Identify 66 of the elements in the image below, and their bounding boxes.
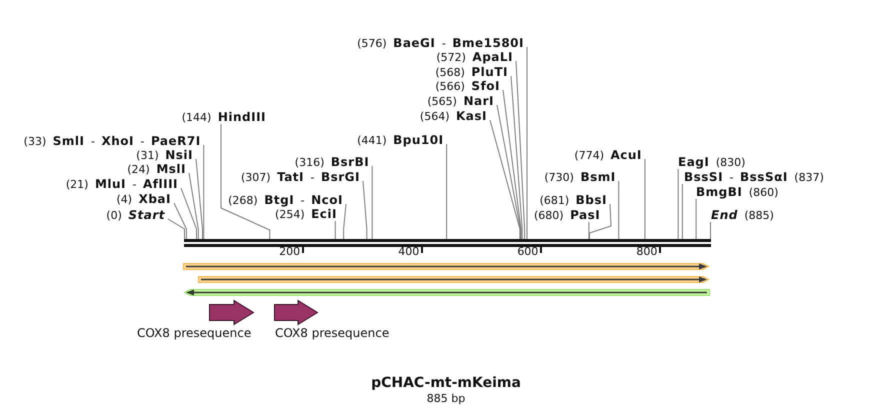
leader-line: [362, 180, 368, 240]
restriction-site-label: (774) AcuI: [574, 148, 645, 162]
scale-label: 200: [279, 245, 300, 259]
restriction-site-label: BmgBI (860): [693, 185, 778, 199]
restriction-site-label: (680) PasI: [531, 208, 600, 222]
leader-line: [682, 184, 683, 240]
map-caption: 885 bp: [426, 392, 466, 406]
restriction-site-label: (576) BaeGI - Bme1580I: [357, 36, 527, 50]
restriction-site-label: (568) PluTI: [435, 65, 511, 79]
leader-line: [196, 158, 203, 240]
leader-line: [168, 218, 185, 240]
restriction-site-label: (0) Start: [106, 208, 168, 222]
restriction-site-label: (307) TatI - BsrGI: [240, 170, 363, 184]
leader-line: [710, 222, 711, 240]
restriction-site-label: (24) MslI: [127, 162, 189, 176]
leader-line: [334, 220, 336, 240]
scale-label: 800: [636, 245, 658, 259]
leader-line: [203, 144, 204, 240]
leader-line: [618, 180, 620, 240]
leader-line: [589, 204, 612, 240]
restriction-site-label: (144) HindIII: [182, 110, 269, 124]
sequence-feature: [274, 300, 318, 325]
sequence-feature: [183, 262, 709, 271]
restriction-site-label: (4) XbaI: [116, 192, 174, 206]
leader-line: [510, 76, 523, 240]
sequence-feature: [184, 288, 710, 297]
restriction-site-label: (564) KasI: [420, 109, 490, 123]
restriction-site-label: (33) SmlI - XhoI - PaeR7I: [24, 134, 204, 148]
leader-line: [516, 60, 526, 240]
feature-label: COX8 presequence: [275, 326, 390, 341]
sequence-backbone: [184, 239, 711, 247]
restriction-site-label: (566) SfoI: [435, 79, 503, 93]
feature-label: COX8 presequence: [137, 326, 252, 341]
leader-line: [188, 172, 199, 240]
restriction-site-label: (316) BsrBI: [294, 155, 372, 169]
leader-line: [343, 204, 346, 240]
restriction-site-label: (565) NarI: [427, 94, 497, 108]
leader-line: [696, 198, 697, 240]
scale-label: 400: [398, 245, 420, 259]
restriction-site-label: (441) Bpu10I: [357, 133, 447, 147]
leader-line: [180, 188, 197, 240]
leader-line: [502, 90, 522, 240]
scale-label: 600: [517, 245, 538, 259]
leader-line: [220, 124, 270, 240]
restriction-site-label: End (885): [708, 208, 774, 222]
restriction-site-label: (730) BsmI: [544, 170, 619, 184]
leader-line: [490, 120, 520, 240]
map-title: pCHAC-mt-mKeima: [371, 374, 521, 392]
leader-line: [446, 144, 448, 240]
leader-line: [644, 158, 646, 240]
sequence-feature: [198, 275, 709, 284]
restriction-site-label: (31) NsiI: [136, 148, 196, 162]
restriction-site-label: (572) ApaLI: [436, 50, 516, 64]
restriction-site-label: (21) MluI - AflIII: [66, 177, 181, 191]
sequence-feature: [209, 300, 254, 325]
leader-line: [678, 168, 679, 240]
leader-line: [372, 166, 373, 240]
restriction-site-label: (268) BtgI - NcoI: [228, 193, 346, 207]
leader-line: [526, 46, 528, 240]
leader-line: [174, 202, 187, 240]
restriction-site-label: BssSI - BssSαI (837): [681, 170, 824, 184]
leader-line: [588, 222, 590, 240]
leader-line: [496, 104, 521, 240]
restriction-site-label: EagI (830): [675, 155, 746, 169]
restriction-site-label: (681) BbsI: [540, 193, 610, 207]
restriction-site-label: (254) EciI: [275, 207, 340, 221]
